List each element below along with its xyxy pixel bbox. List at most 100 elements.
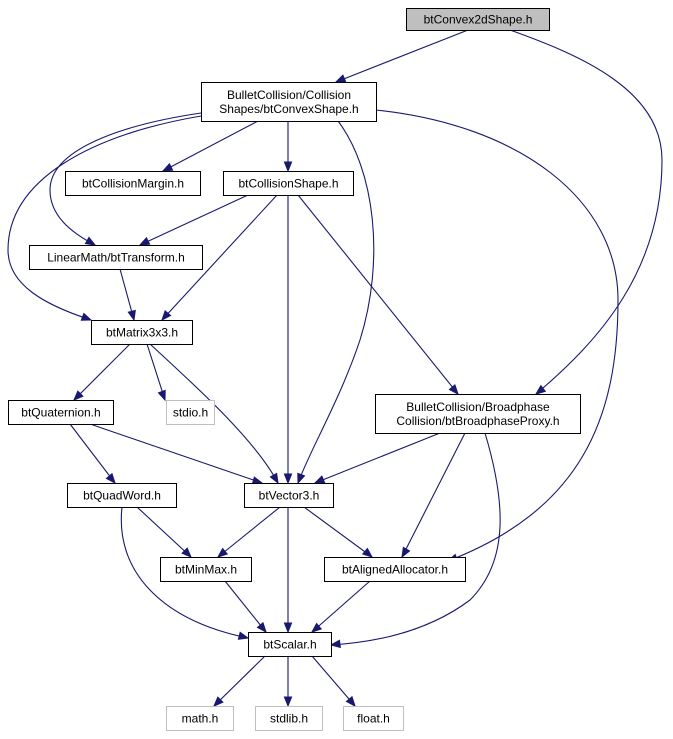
- edge-arrowhead: [310, 622, 323, 633]
- edge-transform-to-matrix: [119, 268, 136, 322]
- edge-line: [303, 506, 373, 558]
- edge-arrowhead: [269, 472, 279, 485]
- edge-collisionshape-to-vector3: [283, 195, 293, 485]
- edge-arrowhead: [297, 472, 306, 485]
- edge-arrowhead: [361, 547, 374, 558]
- edge-arrowhead: [161, 309, 172, 322]
- node-quaternion[interactable]: btQuaternion.h: [8, 400, 114, 425]
- edge-arrowhead: [283, 161, 293, 173]
- edge-quadword-to-minmax: [136, 506, 192, 558]
- edge-line: [136, 506, 192, 558]
- edge-line: [297, 194, 459, 395]
- edge-arrowhead: [127, 309, 136, 322]
- edge-line: [120, 506, 249, 639]
- edge-arrowhead: [80, 312, 93, 321]
- edges-layer: [7, 29, 663, 708]
- node-float[interactable]: float.h: [343, 706, 404, 731]
- edge-arrowhead: [73, 390, 84, 401]
- edge-quaternion-to-quadword: [69, 423, 116, 485]
- node-stdlib[interactable]: stdlib.h: [255, 706, 323, 731]
- node-matrix[interactable]: btMatrix3x3.h: [91, 320, 193, 345]
- nodes-layer: btConvex2dShape.hBulletCollision/Collisi…: [8, 8, 581, 731]
- edge-matrix-to-stdio: [146, 343, 166, 402]
- node-math[interactable]: math.h: [166, 706, 234, 731]
- node-label: btVector3.h: [259, 489, 320, 503]
- edge-line: [217, 506, 281, 558]
- edge-arrowhead: [283, 696, 293, 708]
- edge-line: [146, 343, 166, 401]
- node-proxy[interactable]: BulletCollision/BroadphaseCollision/btBr…: [375, 394, 581, 434]
- edge-arrowhead: [345, 695, 356, 708]
- node-label: Collision/btBroadphaseProxy.h: [396, 414, 559, 428]
- node-minmax[interactable]: btMinMax.h: [160, 557, 252, 582]
- node-quadword[interactable]: btQuadWord.h: [67, 483, 177, 508]
- edge-arrowhead: [216, 547, 229, 558]
- edge-arrowhead: [256, 621, 267, 634]
- edge-arrowhead: [251, 476, 264, 485]
- edge-arrowhead: [313, 475, 326, 484]
- edge-line: [161, 194, 278, 321]
- node-scalar[interactable]: btScalar.h: [248, 632, 332, 657]
- edge-quaternion-to-vector3: [89, 423, 264, 485]
- edge-minmax-to-scalar: [224, 580, 267, 634]
- edge-convexshape-to-margin: [161, 120, 259, 172]
- edge-arrowhead: [181, 547, 192, 558]
- node-margin[interactable]: btCollisionMargin.h: [65, 171, 201, 196]
- node-label: btMatrix3x3.h: [106, 326, 178, 340]
- node-convexshape[interactable]: BulletCollision/CollisionShapes/btConvex…: [201, 82, 377, 122]
- edge-line: [213, 655, 266, 707]
- node-box: [324, 557, 466, 582]
- edge-scalar-to-stdlib: [283, 656, 293, 708]
- edge-aligned-to-scalar: [310, 580, 371, 633]
- node-label: float.h: [357, 712, 390, 726]
- edge-convexshape-to-aligned: [375, 109, 619, 562]
- node-label: btAlignedAllocator.h: [342, 563, 448, 577]
- node-label: btConvex2dShape.h: [424, 13, 533, 27]
- node-stdio[interactable]: stdio.h: [166, 400, 215, 425]
- edge-line: [224, 580, 267, 633]
- edge-matrix-to-quaternion: [73, 343, 131, 401]
- node-box: [244, 483, 334, 508]
- edge-arrowhead: [329, 639, 341, 649]
- node-label: math.h: [182, 712, 219, 726]
- edge-convexshape-to-matrix: [7, 115, 202, 321]
- edge-matrix-to-vector3: [149, 343, 279, 485]
- edge-proxy-to-vector3: [313, 432, 441, 484]
- edge-arrowhead: [157, 389, 166, 402]
- node-vector3[interactable]: btVector3.h: [244, 483, 334, 508]
- edge-line: [335, 29, 469, 83]
- node-box: [29, 245, 203, 270]
- node-transform[interactable]: LinearMath/btTransform.h: [29, 245, 203, 270]
- edge-vector3-to-minmax: [216, 506, 281, 558]
- edge-arrowhead: [213, 696, 224, 707]
- edge-scalar-to-math: [213, 655, 266, 707]
- node-collisionshape[interactable]: btCollisionShape.h: [223, 171, 354, 196]
- edge-arrowhead: [283, 473, 293, 485]
- node-box: [166, 706, 234, 731]
- edge-line: [69, 423, 116, 484]
- edge-arrowhead: [534, 384, 547, 395]
- edge-quadword-to-scalar: [120, 506, 250, 640]
- edge-line: [311, 655, 356, 707]
- node-box: [91, 320, 193, 345]
- node-box: [255, 706, 323, 731]
- node-box: [201, 82, 377, 122]
- node-root[interactable]: btConvex2dShape.h: [406, 8, 550, 31]
- edge-collisionshape-to-transform: [138, 194, 249, 246]
- edge-line: [401, 432, 466, 558]
- edge-line: [162, 120, 259, 172]
- edge-vector3-to-aligned: [303, 506, 374, 558]
- node-aligned[interactable]: btAlignedAllocator.h: [324, 557, 466, 582]
- node-label: Shapes/btConvexShape.h: [219, 102, 358, 116]
- edge-line: [311, 580, 371, 633]
- node-label: btCollisionShape.h: [238, 177, 338, 191]
- node-label: LinearMath/btTransform.h: [47, 251, 185, 265]
- edge-scalar-to-float: [311, 655, 356, 708]
- edge-root-to-convexshape: [334, 29, 469, 83]
- edge-line: [89, 423, 263, 484]
- edge-arrowhead: [237, 631, 250, 640]
- edge-line: [375, 109, 619, 562]
- node-label: BulletCollision/Broadphase: [406, 400, 550, 414]
- node-box: [406, 8, 550, 31]
- edge-root-to-proxy: [509, 29, 663, 395]
